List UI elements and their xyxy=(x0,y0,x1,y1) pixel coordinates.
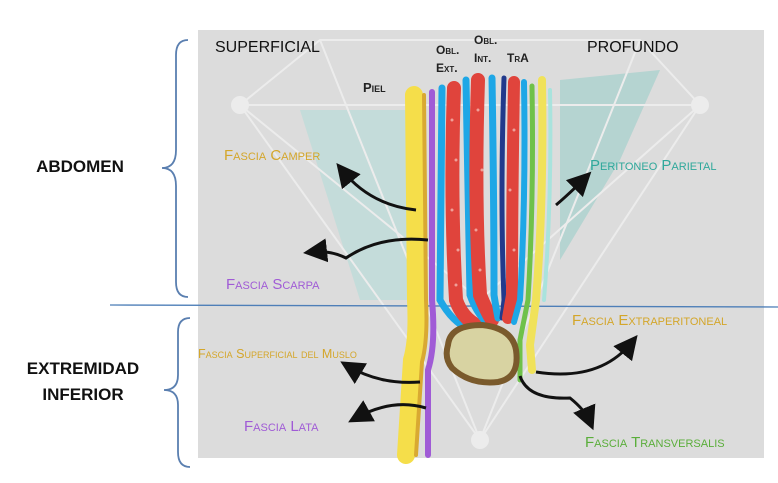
label-obl-int-1: Obl. xyxy=(474,33,497,47)
abdomen-text: ABDOMEN xyxy=(36,157,124,176)
header-profundo: PROFUNDO xyxy=(587,39,679,56)
label-piel: Piel xyxy=(363,80,386,95)
pointer-arrows xyxy=(303,162,638,431)
layer-peritoneum xyxy=(542,88,553,302)
label-fascia-camper: Fascia Camper xyxy=(224,147,320,164)
layer-obl-int-inner xyxy=(488,74,502,322)
arrow-transversalis xyxy=(518,375,596,431)
layer-scarpa xyxy=(425,89,437,458)
arrow-superficial-muslo xyxy=(340,361,421,384)
extremity-line1: EXTREMIDAD xyxy=(26,359,140,378)
layer-camper xyxy=(414,93,429,457)
label-fascia-lata: Fascia Lata xyxy=(244,418,319,435)
header-superficial: SUPERFICIAL xyxy=(215,39,320,56)
layer-tra-muscle xyxy=(502,76,520,324)
teal-shade-left xyxy=(300,110,420,300)
arrow-lata xyxy=(348,400,427,423)
section-label-extremity: EXTREMIDAD INFERIOR xyxy=(10,356,156,408)
label-obl-ext-2: Ext. xyxy=(436,61,458,75)
label-fascia-scarpa: Fascia Scarpa xyxy=(226,276,320,293)
label-obl-ext-1: Obl. xyxy=(436,43,459,57)
section-label-abdomen: ABDOMEN xyxy=(18,154,142,180)
label-tra: TrA xyxy=(507,51,529,65)
layer-tra-outer xyxy=(499,75,507,321)
muscle-texture xyxy=(450,108,516,287)
layer-obl-int-muscle xyxy=(469,73,499,327)
label-fascia-superficial-muslo: Fascia Superficial del Muslo xyxy=(198,347,357,361)
label-fascia-extraperitoneal: Fascia Extraperitoneal xyxy=(572,312,727,329)
arrow-extraperitoneal xyxy=(535,334,638,376)
arrow-scarpa xyxy=(303,237,429,263)
layer-skin xyxy=(397,86,426,464)
label-obl-int-2: Int. xyxy=(474,51,491,65)
extremity-line2: INFERIOR xyxy=(42,385,124,404)
inguinal-ring xyxy=(443,321,520,386)
layer-transversalis xyxy=(517,83,535,383)
brace-extremity xyxy=(163,317,191,468)
arrow-camper xyxy=(336,162,417,212)
label-fascia-transversalis: Fascia Transversalis xyxy=(585,434,725,451)
tissue-layers xyxy=(397,73,553,464)
layer-obl-ext-inner xyxy=(462,76,490,326)
label-peritoneo-parietal: Peritoneo Parietal xyxy=(590,157,716,174)
layer-obl-ext-muscle xyxy=(445,81,485,333)
teal-shade-right xyxy=(560,70,660,260)
layer-tra-inner xyxy=(511,79,528,325)
brace-abdomen xyxy=(161,39,189,298)
arrow-peritoneo xyxy=(555,171,592,207)
layer-peritoneum-fat xyxy=(525,76,547,374)
